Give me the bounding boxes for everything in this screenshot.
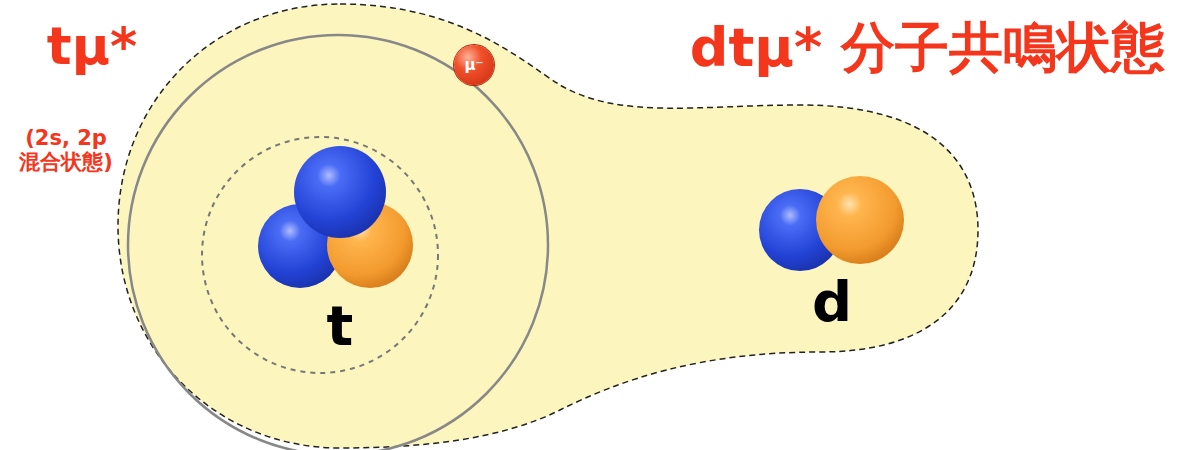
orbit-1s xyxy=(202,137,438,373)
particle-label: μ⁻ xyxy=(465,58,484,73)
nucleus-label: t xyxy=(327,294,354,358)
state-note: (2s, 2p 混合状態) xyxy=(16,126,116,174)
molecule-state-title: dtμ* 分子共鳴状態 xyxy=(690,17,1165,79)
muon-ball: μ⁻ xyxy=(454,45,494,85)
nucleus-label: d xyxy=(812,270,852,334)
atom-state-title: tμ* xyxy=(47,17,137,77)
deuteron-nucleus xyxy=(759,176,904,271)
triton-nucleus xyxy=(258,146,413,288)
orbit-2s2p xyxy=(128,35,548,450)
